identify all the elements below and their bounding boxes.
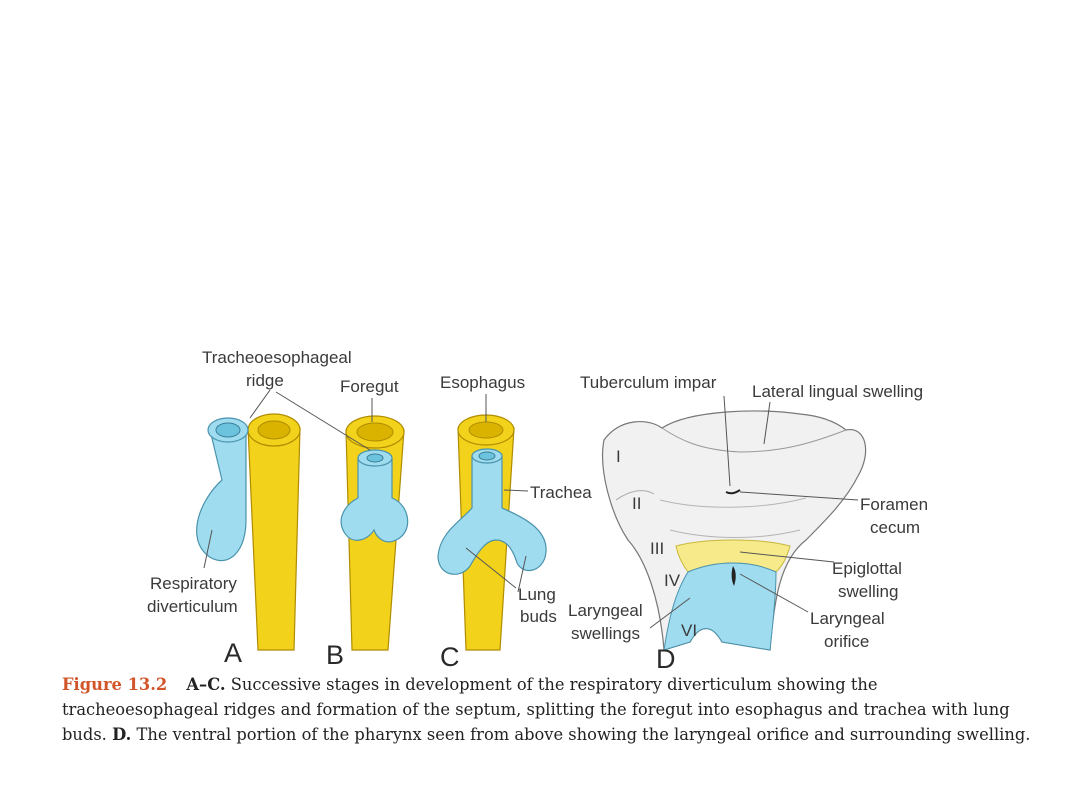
figure-caption: Figure 13.2 A–C. Successive stages in de… [62,672,1037,747]
label-arch-i: I [616,447,621,466]
label-arch-ii: II [632,494,641,513]
label-foramen: Foramen [860,495,928,514]
label-respiratory: Respiratory [150,574,237,593]
panel-label-c: C [440,642,460,672]
label-foregut: Foregut [340,377,399,396]
label-tuberculum-impar: Tuberculum impar [580,373,717,392]
panel-label-d: D [656,644,676,674]
label-arch-iv: IV [664,571,681,590]
label-swelling: swelling [838,582,898,601]
label-laryngeal-orifice-2: orifice [824,632,869,651]
panel-label-a: A [224,638,242,668]
label-diverticulum: diverticulum [147,597,238,616]
panel-label-b: B [326,640,344,670]
label-tracheoesophageal: Tracheoesophageal [202,348,352,367]
figure-number: Figure 13.2 [62,675,168,694]
label-buds: buds [520,607,557,626]
caption-ac-text: Successive stages in development of the … [62,675,1010,744]
label-esophagus: Esophagus [440,373,525,392]
panel-d-illustration [602,410,867,651]
label-laryngeal-swellings-1: Laryngeal [568,601,643,620]
label-ridge: ridge [246,371,284,390]
label-epiglottal: Epiglottal [832,559,902,578]
label-laryngeal-swellings-2: swellings [571,624,640,643]
panel-c-illustration [437,414,547,651]
leader-lines [203,389,859,629]
label-trachea: Trachea [530,483,592,502]
label-arch-iii: III [650,539,664,558]
label-lung: Lung [518,585,556,604]
panel-a-illustration [196,413,301,651]
panel-b-illustration [340,415,409,651]
label-lateral-lingual-swelling: Lateral lingual swelling [752,382,923,401]
caption-d-text: The ventral portion of the pharynx seen … [136,725,1031,744]
label-cecum: cecum [870,518,920,537]
caption-d-label: D. [112,725,132,744]
label-arch-vi: VI [681,621,697,640]
caption-ac-label: A–C. [186,675,226,694]
label-laryngeal-orifice-1: Laryngeal [810,609,885,628]
